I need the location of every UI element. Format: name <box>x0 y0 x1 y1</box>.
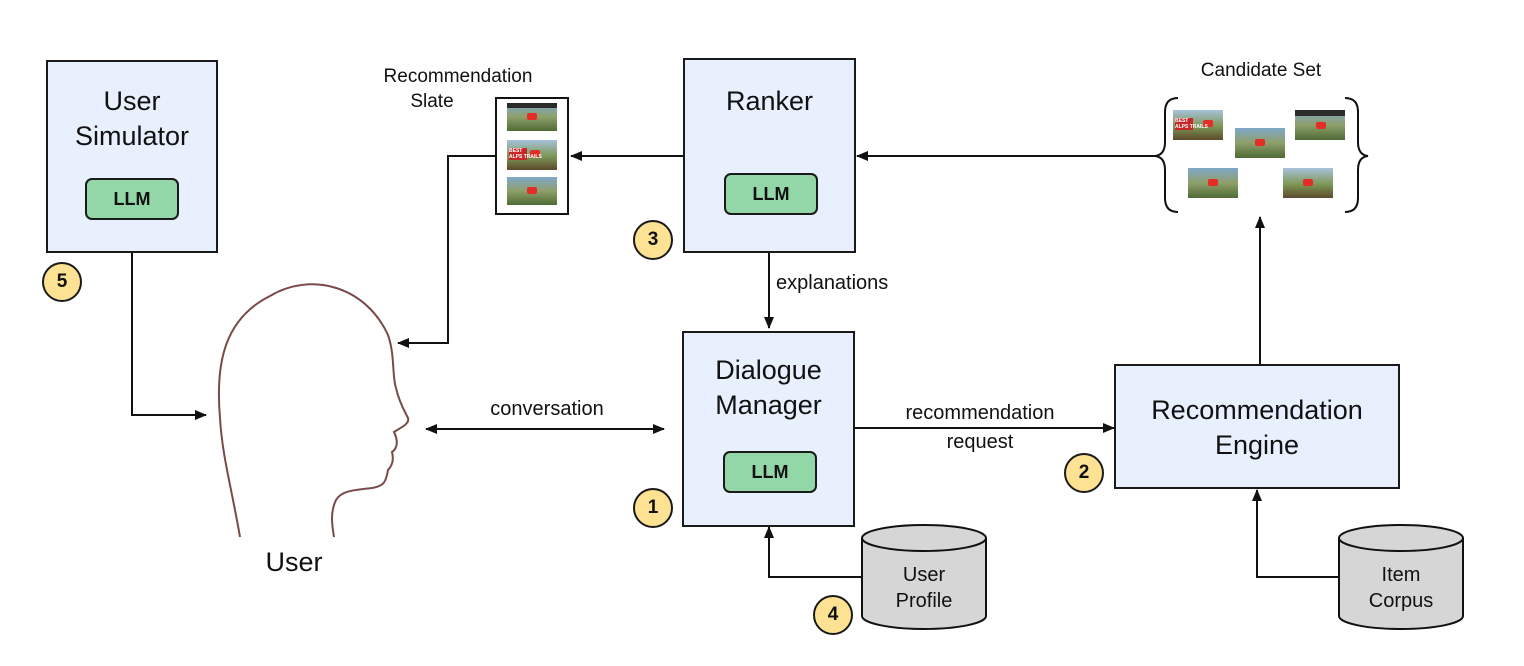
ranker-title: Ranker <box>725 86 814 116</box>
candidate-thumbnail-4 <box>1188 168 1238 198</box>
user-profile-label-line-1: User <box>902 564 946 586</box>
candidate-set-right-brace <box>1344 97 1369 213</box>
user-profile-label: User Profile <box>862 562 986 614</box>
user-simulator-title-line-1: User <box>103 86 161 116</box>
user-label: User <box>265 547 323 577</box>
step-badge-3: 3 <box>633 220 673 260</box>
item-corpus-cylinder <box>1338 524 1464 630</box>
candidate-set-label: Candidate Set <box>1200 60 1322 81</box>
recommendation-request-label-line-1: recommendation <box>905 402 1055 424</box>
user-simulator-title-line-2: Simulator <box>74 121 190 151</box>
ranker-llm-badge: LLM <box>724 173 818 215</box>
recommendation-engine-box: Recommendation Engine <box>1114 364 1400 489</box>
thumbnail-text-line-2: ALPS TRAILS <box>509 154 542 160</box>
candidate-thumbnail-3 <box>1295 110 1345 140</box>
user-simulator-llm-badge: LLM <box>85 178 179 220</box>
candidate-set-left-brace <box>1154 97 1179 213</box>
edge-slate-to-user <box>397 155 496 348</box>
dialogue-manager-box: Dialogue Manager LLM <box>682 331 855 527</box>
thumbnail-text-line-1: BEST <box>509 148 523 154</box>
recommendation-engine-title: Recommendation Engine <box>1116 393 1398 463</box>
item-corpus-label-line-2: Corpus <box>1368 590 1434 612</box>
recommendation-engine-title-line-2: Engine <box>1214 430 1300 460</box>
candidate-thumbnail-5 <box>1283 168 1333 198</box>
user-profile-label-line-2: Profile <box>895 590 953 612</box>
edge-corpus-to-engine <box>1252 489 1339 578</box>
candidate-thumbnail-text: BEST ALPS TRAILS <box>1175 118 1208 130</box>
thumbnail-text-line-1: BEST <box>1175 118 1189 124</box>
user-profile-cylinder <box>861 524 987 630</box>
edges <box>131 151 1339 582</box>
recommendation-request-label: recommendation request <box>880 399 1080 457</box>
conversation-label: conversation <box>490 398 604 420</box>
step-badge-1: 1 <box>633 488 673 528</box>
user-head-icon <box>217 283 410 538</box>
dialogue-manager-title-line-1: Dialogue <box>715 355 822 385</box>
item-corpus-label-line-1: Item <box>1381 564 1421 586</box>
explanations-label: explanations <box>776 272 889 294</box>
recommendation-slate-label: Recommendation Slate <box>358 64 558 114</box>
thumbnail-text-line-2: ALPS TRAILS <box>1175 124 1208 130</box>
ranker-box: Ranker LLM <box>683 58 856 253</box>
recommendation-slate-label-line-1: Recommendation <box>383 66 533 87</box>
edge-simulator-to-user <box>131 253 207 420</box>
slate-thumbnail-3 <box>507 177 557 205</box>
dialogue-manager-llm-badge: LLM <box>723 451 817 493</box>
slate-thumbnail-1 <box>507 103 557 131</box>
item-corpus-label: Item Corpus <box>1339 562 1463 614</box>
slate-thumbnail-2 <box>507 140 557 170</box>
step-badge-4: 4 <box>813 595 853 635</box>
candidate-thumbnail-2 <box>1235 128 1285 158</box>
slate-thumbnail-text: BEST ALPS TRAILS <box>509 148 542 160</box>
candidate-thumbnail-1 <box>1173 110 1223 140</box>
step-badge-2: 2 <box>1064 453 1104 493</box>
recommendation-slate-label-line-2: Slate <box>410 91 454 112</box>
edge-profile-dialogue-manager <box>764 526 873 582</box>
user-simulator-box: User Simulator LLM <box>46 60 218 253</box>
recommendation-engine-title-line-1: Recommendation <box>1151 395 1363 425</box>
dialogue-manager-title: Dialogue Manager <box>684 353 853 423</box>
step-badge-5: 5 <box>42 262 82 302</box>
user-simulator-title: User Simulator <box>48 84 216 154</box>
recommendation-request-label-line-2: request <box>946 431 1014 453</box>
dialogue-manager-title-line-2: Manager <box>715 390 822 420</box>
